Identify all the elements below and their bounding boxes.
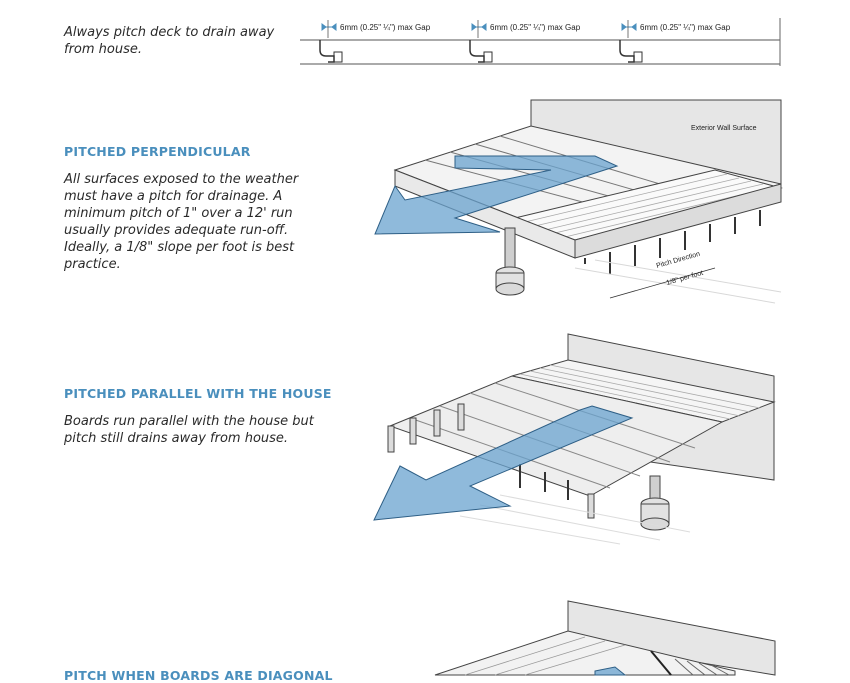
board-gap-diagram: 6mm (0.25" ¼") max Gap 6mm (0.25" ¼") ma… <box>300 18 781 66</box>
pitch-direction-label: Pitch Direction <box>656 251 701 270</box>
diagonal-section: PITCH WHEN BOARDS ARE DIAGONAL <box>0 595 850 683</box>
pitch-arrow-icon <box>374 155 619 235</box>
gap-label-1: 6mm (0.25" ¼") max Gap <box>340 23 431 32</box>
gap-paragraph: Always pitch deck to drain away from hou… <box>64 25 275 57</box>
parallel-heading: PITCHED PARALLEL WITH THE HOUSE <box>64 386 332 401</box>
gap-section: Always pitch deck to drain away from hou… <box>0 0 850 90</box>
perpendicular-heading: PITCHED PERPENDICULAR <box>64 144 251 159</box>
perpendicular-section: PITCHED PERPENDICULAR All surfaces expos… <box>0 95 850 310</box>
parallel-text: Boards run parallel with the house but p… <box>64 413 334 447</box>
wall-label: Exterior Wall Surface <box>691 125 757 132</box>
perpendicular-paragraph: All surfaces exposed to the weather must… <box>64 172 299 272</box>
gap-label-3: 6mm (0.25" ¼") max Gap <box>640 23 731 32</box>
parallel-section: PITCHED PARALLEL WITH THE HOUSE Boards r… <box>0 330 850 550</box>
clip-icon-3 <box>619 40 643 63</box>
perpendicular-text: All surfaces exposed to the weather must… <box>64 171 334 273</box>
pitch-arrow-icon <box>373 405 634 521</box>
clip-icon-2 <box>469 40 493 63</box>
diagonal-deck-illustration <box>434 600 776 676</box>
parallel-deck-illustration <box>373 333 776 545</box>
parallel-paragraph: Boards run parallel with the house but p… <box>64 414 314 446</box>
diagonal-heading: PITCH WHEN BOARDS ARE DIAGONAL <box>64 668 333 683</box>
perpendicular-deck-illustration: Exterior Wall Surface <box>374 99 783 304</box>
clip-icon-1 <box>319 40 343 63</box>
gap-text: Always pitch deck to drain away from hou… <box>64 24 294 58</box>
slope-label: 1/8" per foot <box>666 270 704 287</box>
gap-label-2: 6mm (0.25" ¼") max Gap <box>490 23 581 32</box>
